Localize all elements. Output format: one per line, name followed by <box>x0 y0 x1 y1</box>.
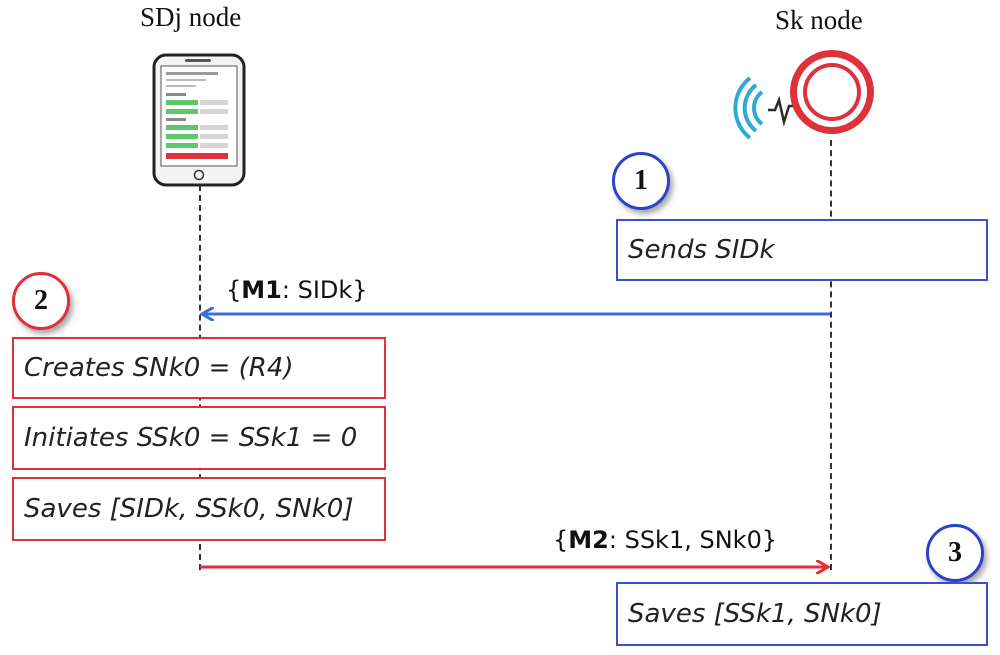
m2-open-brace: { <box>553 526 569 554</box>
smartphone-icon <box>152 53 246 187</box>
saves-sdj-box: Saves [SIDk, SSk0, SNk0] <box>12 477 386 541</box>
sensor-node-icon <box>733 50 874 140</box>
m1-label: {M1: SIDk} <box>226 276 368 304</box>
m1-name: M1 <box>241 276 282 304</box>
step-1-badge: 1 <box>612 152 670 210</box>
m1-open-brace: { <box>226 276 242 304</box>
sk-node-title: Sk node <box>775 5 863 35</box>
m1-content: : SIDk <box>281 276 353 304</box>
sdj-node-title: SDj node <box>140 2 242 32</box>
m2-label: {M2: SSk1, SNk0} <box>553 526 777 554</box>
m2-content: : SSk1, SNk0 <box>608 526 762 554</box>
sk-lifeline <box>830 140 832 570</box>
m2-name: M2 <box>568 526 609 554</box>
step-3-badge: 3 <box>926 524 984 582</box>
sends-sidk-box: Sends SIDk <box>616 219 988 281</box>
m2-close-brace: } <box>761 526 778 554</box>
m1-close-brace: } <box>352 276 368 304</box>
initiates-ssk-box: Initiates SSk0 = SSk1 = 0 <box>12 406 386 470</box>
saves-sk-box: Saves [SSk1, SNk0] <box>616 582 988 646</box>
step-2-badge: 2 <box>12 272 70 330</box>
creates-snk0-box: Creates SNk0 = (R4) <box>12 337 386 399</box>
